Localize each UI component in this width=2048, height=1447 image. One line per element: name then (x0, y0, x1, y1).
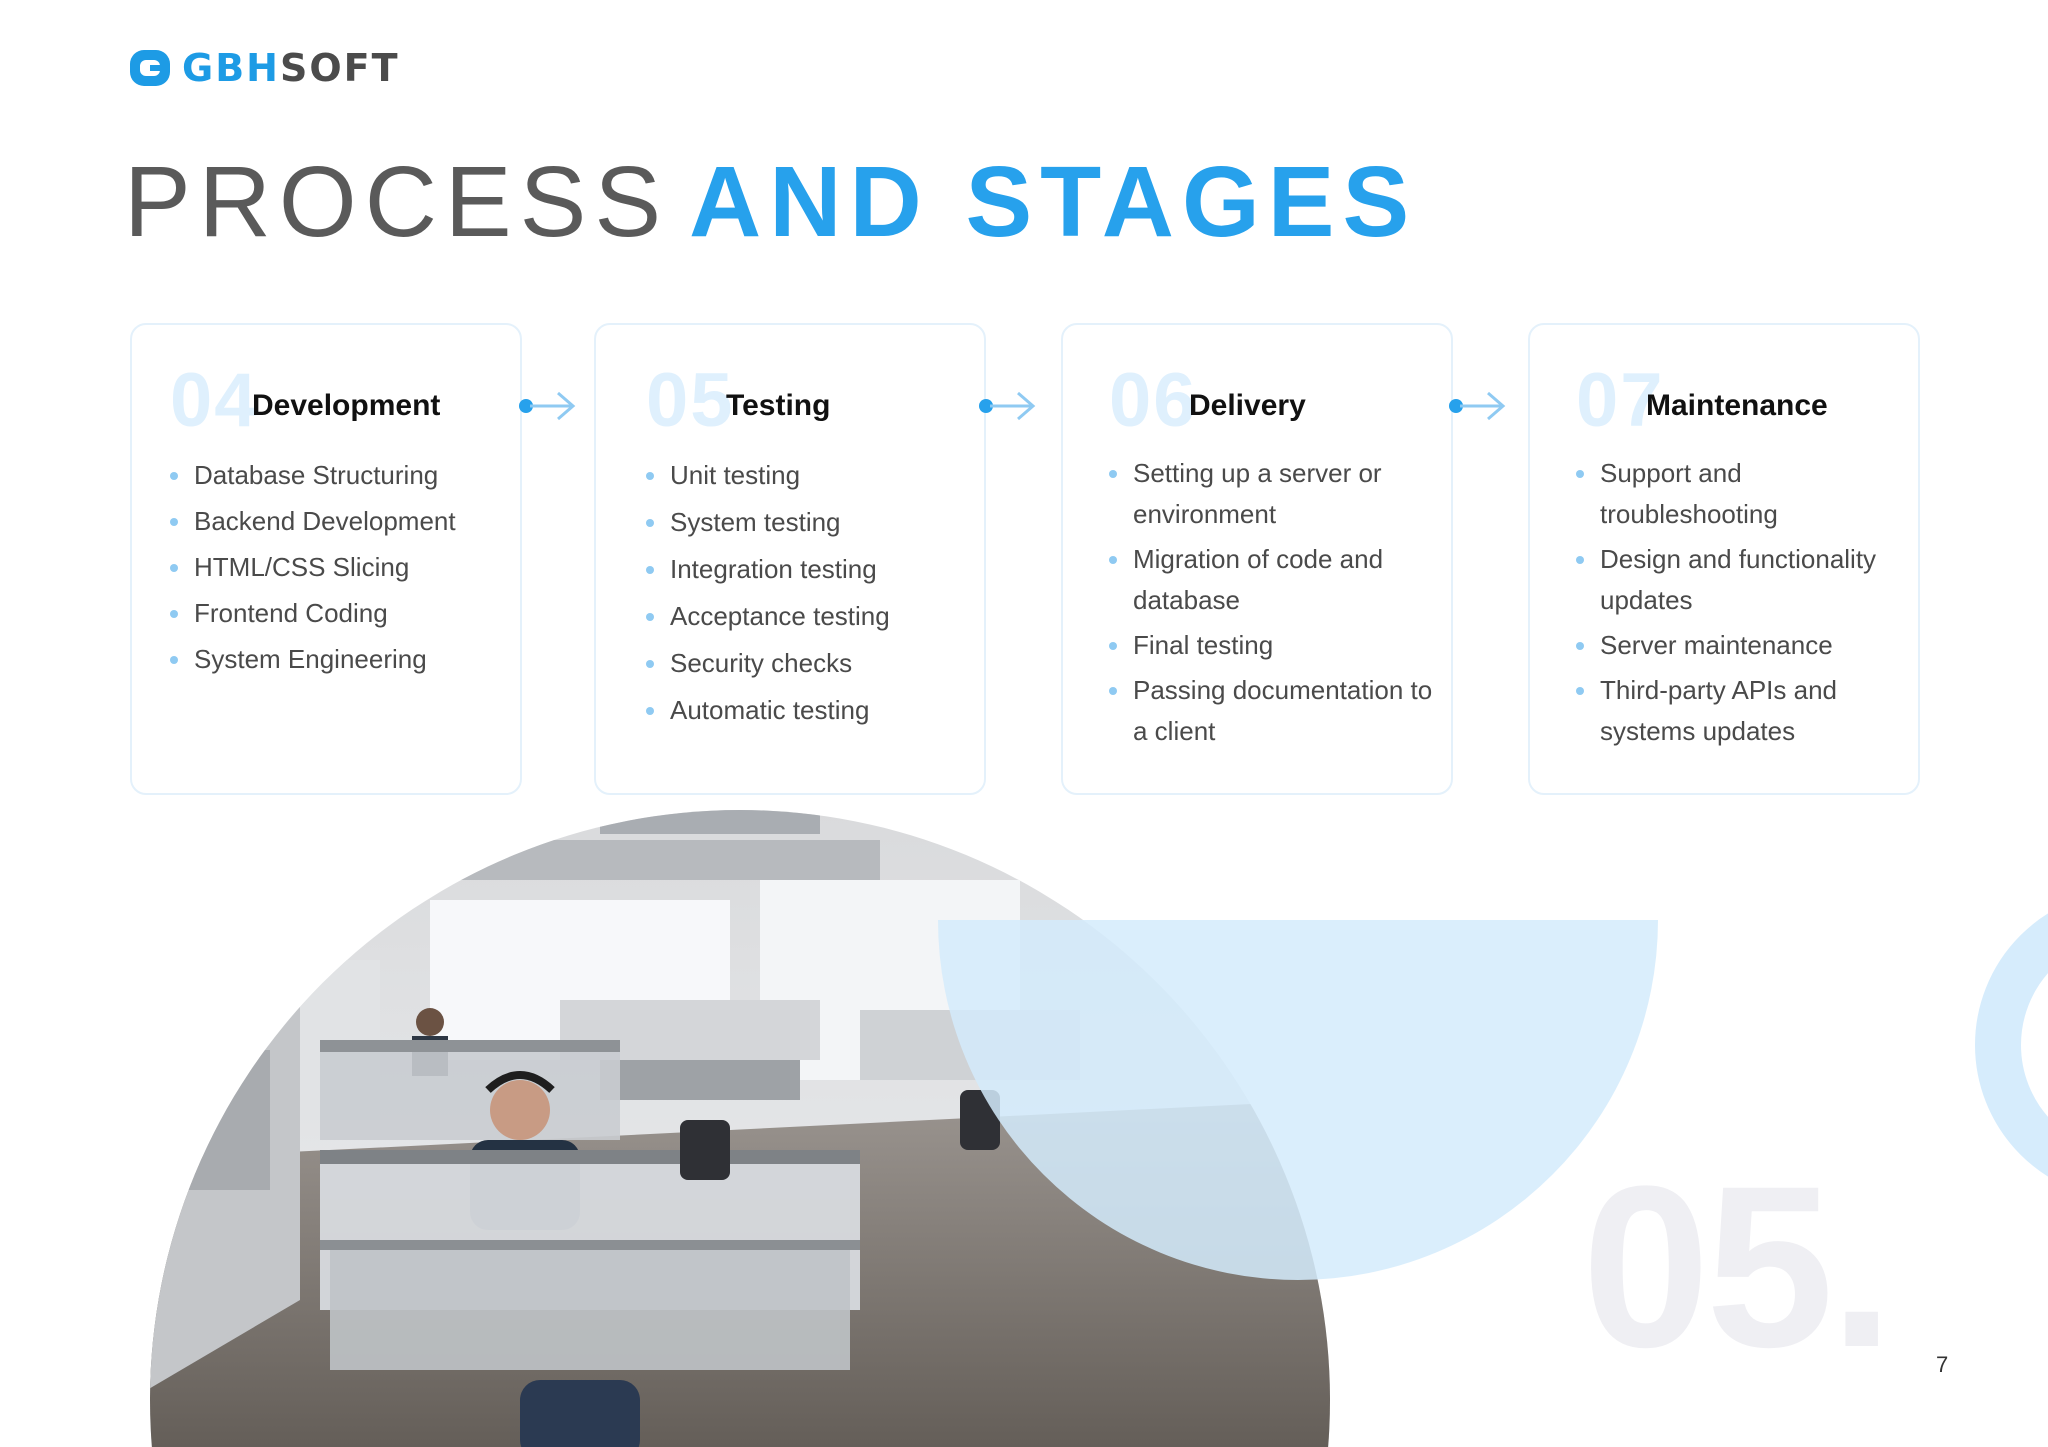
logo-mark-icon (130, 50, 170, 86)
stage-title: Delivery (1189, 389, 1306, 422)
logo-text-part1: GBH (182, 46, 280, 90)
stage-item: Acceptance testing (644, 596, 1000, 637)
stage-item: Frontend Coding (168, 593, 524, 634)
section-number: 05. (1582, 1138, 1894, 1395)
decorative-ring (1975, 913, 2048, 1177)
page-title-bold: AND STAGES (689, 146, 1418, 258)
stage-number: 07 (1576, 358, 1665, 443)
stage-item: Automatic testing (644, 690, 1000, 731)
office-photo (150, 810, 1330, 1447)
stage-item: Passing documentation to a client (1107, 670, 1433, 752)
stage-title: Maintenance (1646, 389, 1828, 422)
arrow-right-icon (1449, 391, 1506, 421)
stage-item: Third-party APIs and systems updates (1574, 670, 1900, 752)
stage-title: Testing (726, 389, 831, 422)
decorative-half-circle (938, 920, 1658, 1280)
stage-item: Unit testing (644, 455, 1000, 496)
stage-item: System Engineering (168, 639, 524, 680)
stage-item: Database Structuring (168, 455, 524, 496)
stage-item-list: Support and troubleshooting Design and f… (1574, 453, 1920, 752)
stage-item-list: Unit testing System testing Integration … (644, 455, 1000, 731)
arrow-right-icon (519, 391, 576, 421)
logo-text-part2: SOFT (279, 46, 400, 90)
page-title-light: PROCESS (124, 146, 670, 258)
stage-number: 04 (170, 358, 259, 443)
stage-item: Security checks (644, 643, 1000, 684)
stage-item-list: Setting up a server or environment Migra… (1107, 453, 1433, 752)
stage-card-maintenance: 07 Maintenance Support and troubleshooti… (1528, 323, 1920, 795)
stage-item: HTML/CSS Slicing (168, 547, 524, 588)
stage-card-development: 04 Development Database Structuring Back… (130, 323, 522, 795)
stage-item: Integration testing (644, 549, 1000, 590)
stage-item-list: Database Structuring Backend Development… (168, 455, 524, 680)
stage-item: Support and troubleshooting (1574, 453, 1900, 535)
stage-item: Setting up a server or environment (1107, 453, 1433, 535)
stage-item: Final testing (1107, 625, 1433, 666)
stage-item: Design and functionality updates (1574, 539, 1920, 621)
stage-card-testing: 05 Testing Unit testing System testing I… (594, 323, 986, 795)
stage-number: 06 (1109, 358, 1198, 443)
page-number: 7 (1936, 1352, 1949, 1377)
stage-card-delivery: 06 Delivery Setting up a server or envir… (1061, 323, 1453, 795)
stage-number: 05 (646, 358, 735, 443)
arrow-right-icon (979, 391, 1036, 421)
stage-item: Migration of code and database (1107, 539, 1433, 621)
stage-item: Backend Development (168, 501, 524, 542)
stage-title: Development (252, 389, 441, 422)
stage-item: System testing (644, 502, 1000, 543)
stage-item: Server maintenance (1574, 625, 1900, 666)
